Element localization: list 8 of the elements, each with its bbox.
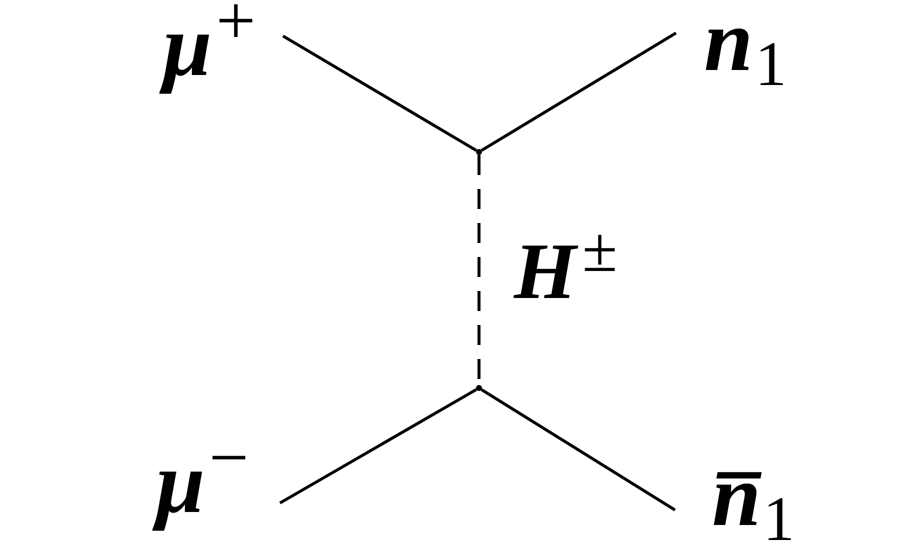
vertex-dot [476, 385, 482, 391]
vertex-dot [476, 149, 482, 155]
line [282, 34, 478, 152]
line [480, 388, 676, 512]
line [480, 32, 677, 152]
line [279, 388, 478, 504]
particle-label: μ$^{−}$ [153, 444, 280, 536]
particle-label: n$_{1}$ [676, 2, 788, 94]
